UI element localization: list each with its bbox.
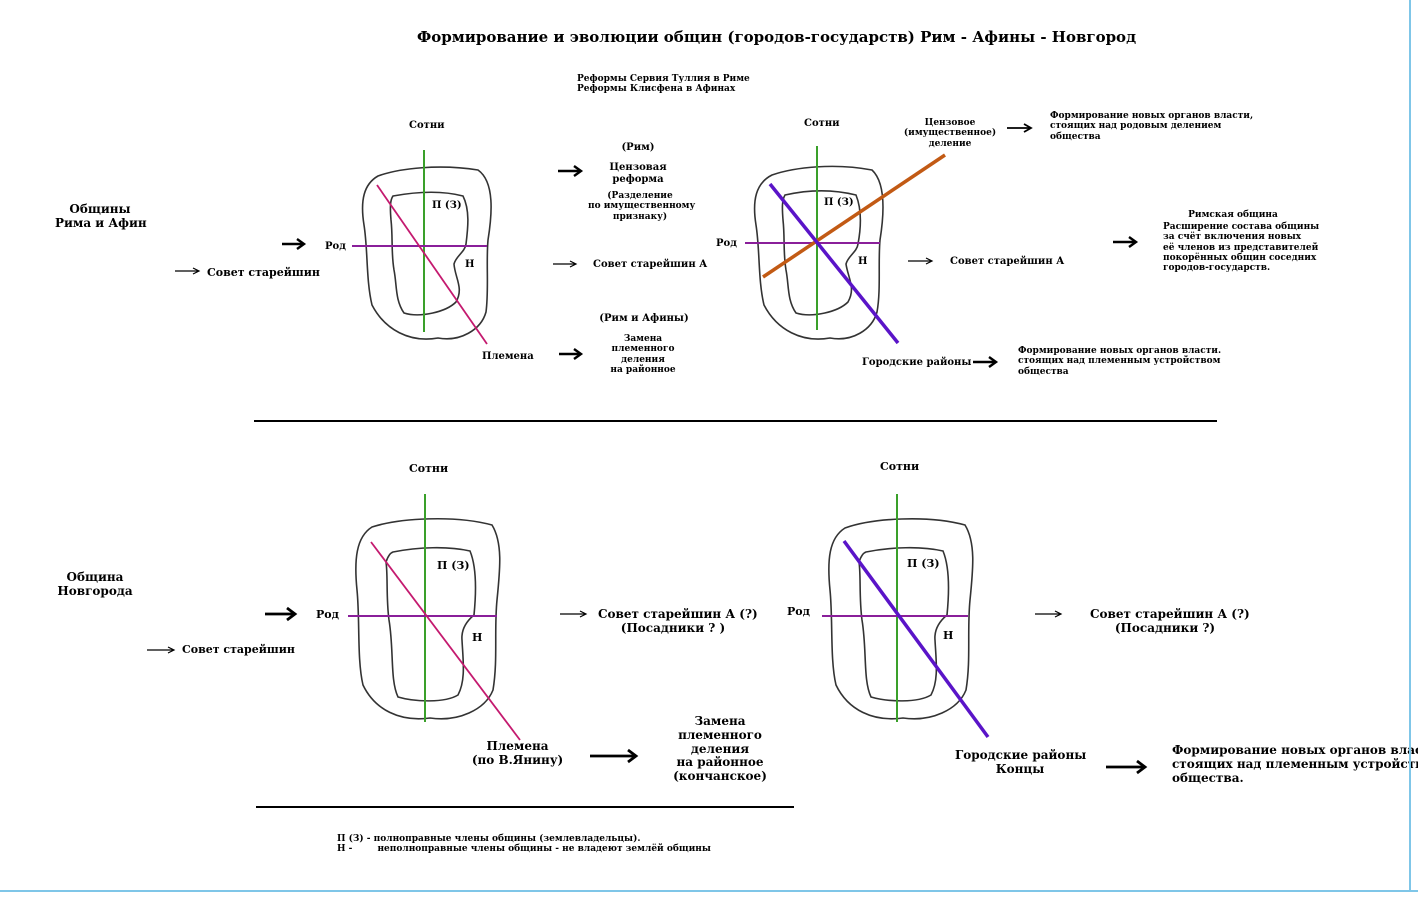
sotni-label: Сотни <box>880 460 920 473</box>
council-a-label: Совет старейшин А (?) (Посадники ? ) <box>598 607 758 635</box>
new-organs-note: Формирование новых органов власти, стоящ… <box>1172 743 1418 785</box>
arrow-icon <box>1007 123 1033 133</box>
arrow-icon <box>908 257 934 265</box>
page-title: Формирование и эволюции общин (городов-г… <box>417 28 1137 46</box>
rod-label: Род <box>787 605 810 618</box>
council-a-label: Совет старейшин А <box>593 259 708 270</box>
arrow-icon <box>560 610 588 618</box>
roman-community-details: Расширение состава общины за счёт включе… <box>1163 222 1320 274</box>
diagram-bottom-right <box>822 494 990 739</box>
p-label: П (З) <box>907 557 940 570</box>
full-members-outline <box>389 191 469 316</box>
arrow-icon <box>973 356 999 368</box>
districts-line <box>842 539 990 739</box>
sotni-label: Сотни <box>409 462 449 475</box>
census-reform-label: Цензовая реформа <box>609 162 667 185</box>
rome-athens-label: (Рим и Афины) <box>599 313 689 324</box>
community-outline <box>753 165 884 340</box>
rod-label: Род <box>325 241 346 252</box>
p-label: П (З) <box>824 197 854 208</box>
arrow-icon <box>559 348 584 360</box>
n-label: Н <box>472 631 483 644</box>
diagram-top-left <box>352 150 492 345</box>
new-organs-tribal-note: Формирование новых органов власти. стоящ… <box>1018 346 1222 377</box>
districts-line <box>768 182 900 345</box>
frame-edge-right <box>1409 0 1411 890</box>
arrow-icon <box>1035 610 1063 618</box>
replacement-note: Замена племенного деления на районное <box>610 334 676 376</box>
census-line <box>762 153 946 279</box>
council-label: Совет старейшин <box>182 643 295 656</box>
p-label: П (З) <box>432 200 462 211</box>
arrow-icon <box>1113 236 1139 248</box>
community-label-novgorod: Община Новгорода <box>57 570 133 598</box>
council-a-label: Совет старейшин А (?) (Посадники ?) <box>1090 607 1250 635</box>
council-label: Совет старейшин <box>207 266 320 279</box>
arrow-icon <box>1106 759 1148 775</box>
arrow-icon <box>558 165 584 177</box>
council-a-label: Совет старейшин А <box>950 256 1065 267</box>
census-division-label: Цензовое (имущественное) деление <box>903 118 997 149</box>
reforms-note: Реформы Сервия Туллия в Риме Реформы Кли… <box>577 74 750 95</box>
full-members-outline <box>385 546 477 702</box>
n-label: Н <box>858 256 868 267</box>
arrow-icon <box>282 238 307 250</box>
districts-label: Городские районы Концы <box>955 748 1087 776</box>
roman-community-note: Римская община <box>1188 210 1278 220</box>
districts-label: Городские районы <box>862 357 972 368</box>
diagram-top-right <box>745 146 946 345</box>
division-note: (Разделение по имущественному признаку) <box>588 191 696 222</box>
arrow-icon <box>590 748 639 764</box>
full-members-outline <box>858 546 950 702</box>
new-organs-rod-note: Формирование новых органов власти, стоящ… <box>1050 111 1254 142</box>
p-label: П (З) <box>437 559 470 572</box>
frame-edge-bottom <box>0 890 1418 892</box>
arrow-icon <box>147 646 176 654</box>
community-outline <box>361 166 492 340</box>
arrow-icon <box>175 267 201 275</box>
legend: П (З) - полноправные члены общины (земле… <box>337 834 711 855</box>
rod-label: Род <box>716 238 737 249</box>
community-label-rome-athens: Общины Рима и Афин <box>55 202 147 230</box>
full-members-outline <box>781 190 862 316</box>
sotni-label: Сотни <box>804 118 840 129</box>
diagram-bottom-left <box>348 494 521 741</box>
community-outline <box>355 517 501 720</box>
plemena-label: Племена <box>482 351 534 362</box>
arrow-icon <box>265 606 298 622</box>
n-label: Н <box>943 629 954 642</box>
replacement-note: Замена племенного деления на районное (к… <box>673 714 767 784</box>
sotni-label: Сотни <box>409 120 445 131</box>
community-outline <box>828 518 974 720</box>
rod-label: Род <box>316 608 339 621</box>
rome-label: (Рим) <box>621 142 655 153</box>
plemena-line <box>376 184 488 345</box>
plemena-label: Племена (по В.Янину) <box>471 739 564 767</box>
n-label: Н <box>465 259 475 270</box>
plemena-line <box>370 541 521 741</box>
arrow-icon <box>553 260 578 268</box>
